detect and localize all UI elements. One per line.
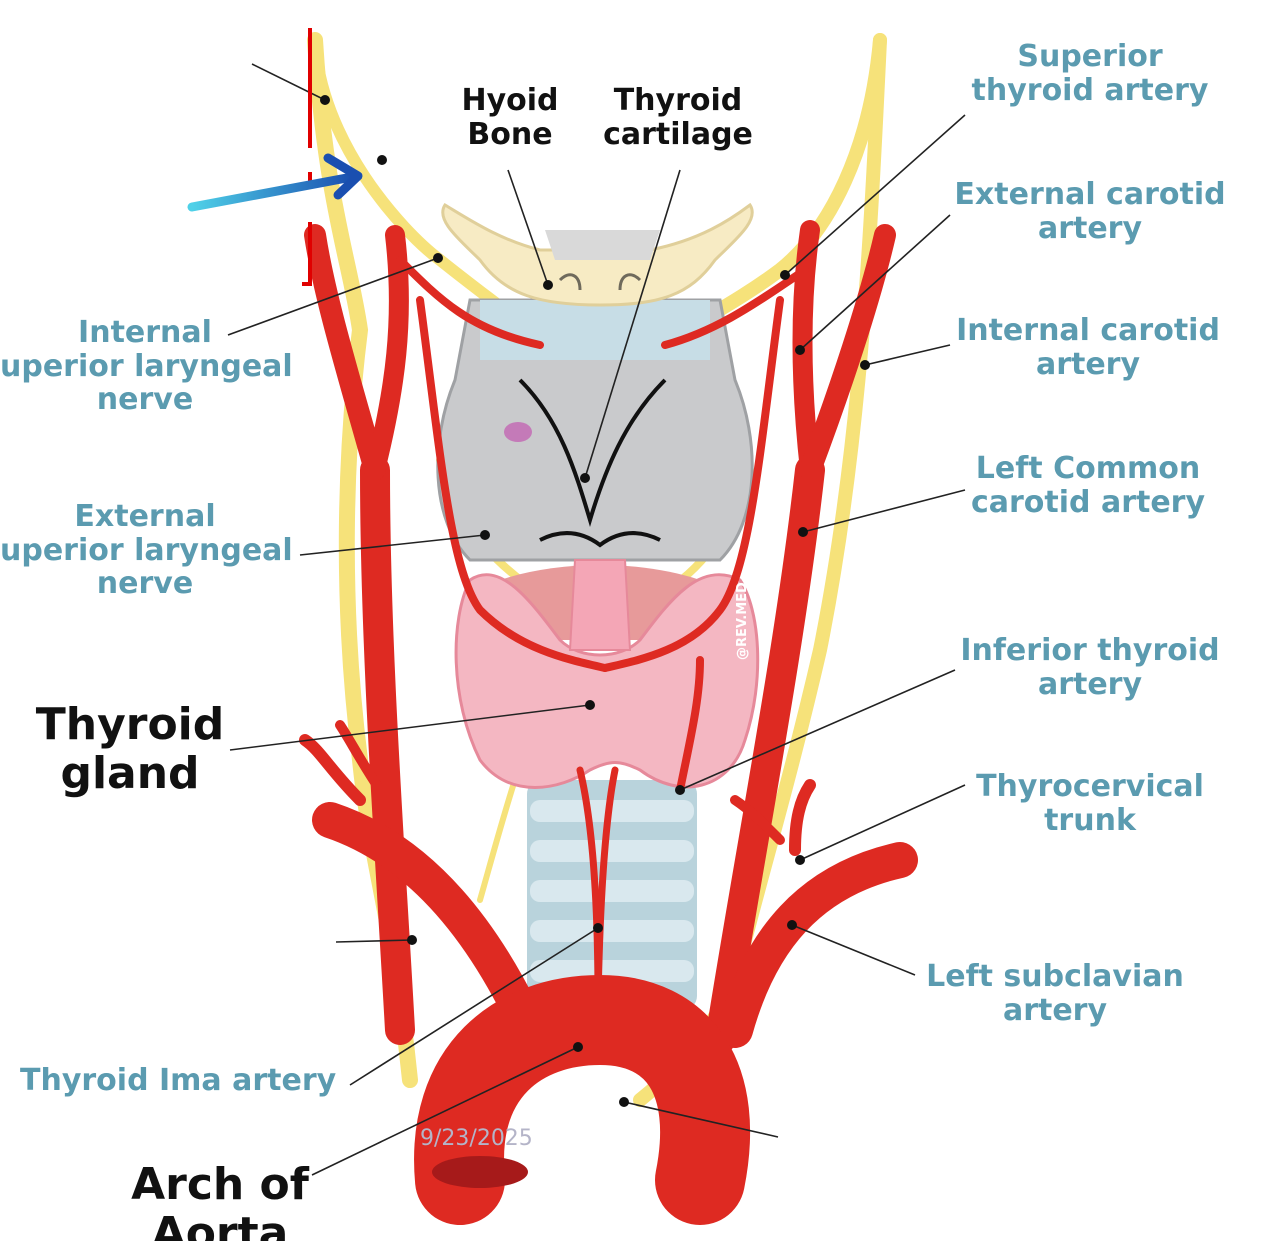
thyroid-cartilage-label: Thyroid cartilage — [596, 84, 760, 151]
internal-superior-laryngeal-nerve-label: Internal uperior laryngeal nerve — [0, 315, 293, 418]
inferior-thyroid-artery-label-line-2: artery — [1037, 666, 1143, 702]
thyroid-gland-label-line-2: gland — [60, 748, 200, 800]
arch-of-aorta-label-clip: Arch of Aorta — [120, 1160, 320, 1241]
hyoid-bone — [441, 202, 754, 307]
left-common-carotid-artery-label-line-1: Left Common — [975, 451, 1201, 486]
external-superior-laryngeal-nerve-label-line-2: uperior laryngeal — [0, 532, 293, 568]
arch-of-aorta-label-line-2: Aorta — [151, 1208, 289, 1241]
leader-lines — [227, 63, 966, 1176]
leader-dots — [320, 95, 870, 1107]
pointer-arrow — [187, 153, 363, 212]
thyroid-ima-artery-label: Thyroid Ima artery — [20, 1064, 340, 1098]
thyrocervical-trunk-label-line-1: Thyrocervical — [976, 769, 1204, 804]
thyroid-gland-label-line-1: Thyroid — [35, 699, 225, 750]
arch-of-aorta-label-line-1: Arch of — [131, 1160, 309, 1210]
external-superior-laryngeal-nerve-label-line-3: nerve — [96, 566, 194, 602]
external-superior-laryngeal-nerve-label-line-1: External — [74, 499, 216, 534]
larynx — [436, 298, 754, 640]
external-superior-laryngeal-nerve-label: External uperior laryngeal nerve — [0, 499, 293, 602]
left-subclavian-artery-label-line-1: Left subclavian — [926, 959, 1184, 994]
left-common-carotid-artery-label-line-2: carotid artery — [970, 484, 1206, 520]
trachea — [527, 780, 697, 1010]
external-carotid-artery-label-line-1: External carotid — [954, 177, 1226, 212]
thyroid-cartilage-label-line-1: Thyroid — [613, 83, 743, 118]
inferior-thyroid-artery-label-line-1: Inferior thyroid — [960, 633, 1220, 668]
date-stamp: 9/23/2025 — [420, 1126, 533, 1151]
thyrocervical-trunk-label: Thyrocervical trunk — [965, 770, 1215, 837]
internal-superior-laryngeal-nerve-label-line-2: uperior laryngeal — [0, 348, 293, 384]
left-subclavian-artery-label: Left subclavian artery — [920, 960, 1190, 1027]
superior-thyroid-artery-label-line-2: thyroid artery — [971, 72, 1209, 108]
hyoid-bone-label: Hyoid Bone — [455, 84, 565, 151]
thyroid-gland — [454, 559, 760, 789]
external-carotid-artery-label: External carotid artery — [950, 178, 1230, 245]
thyrocervical-trunk-label-line-2: trunk — [1044, 802, 1136, 838]
internal-carotid-artery-label: Internal carotid artery — [948, 314, 1228, 381]
internal-superior-laryngeal-nerve-label-line-1: Internal — [78, 315, 212, 350]
thyroid-gland-label: Thyroid gland — [30, 700, 230, 799]
arch-of-aorta-label: Arch of Aorta — [120, 1160, 320, 1241]
internal-carotid-artery-label-line-2: artery — [1035, 346, 1141, 382]
laryngeal-spot — [504, 422, 532, 442]
superior-thyroid-artery-label: Superior thyroid artery — [960, 40, 1220, 107]
left-subclavian-artery-label-line-2: artery — [1002, 992, 1108, 1028]
hyoid-bone-label-line-1: Hyoid — [461, 83, 559, 118]
thyroid-cartilage-label-line-2: cartilage — [603, 116, 753, 152]
left-common-carotid-artery-label: Left Common carotid artery — [958, 452, 1218, 519]
watermark: @REV.MED — [735, 582, 750, 660]
inferior-thyroid-artery-label: Inferior thyroid artery — [950, 634, 1230, 701]
thyroid-ima-artery-label-text: Thyroid Ima artery — [20, 1063, 337, 1098]
external-carotid-artery-label-line-2: artery — [1037, 210, 1143, 246]
aortic-arch-cut — [432, 1156, 528, 1188]
internal-superior-laryngeal-nerve-label-line-3: nerve — [96, 382, 194, 418]
hyoid-bone-label-line-2: Bone — [467, 116, 553, 152]
internal-carotid-artery-label-line-1: Internal carotid — [956, 313, 1220, 348]
superior-thyroid-artery-label-line-1: Superior — [1017, 39, 1163, 74]
